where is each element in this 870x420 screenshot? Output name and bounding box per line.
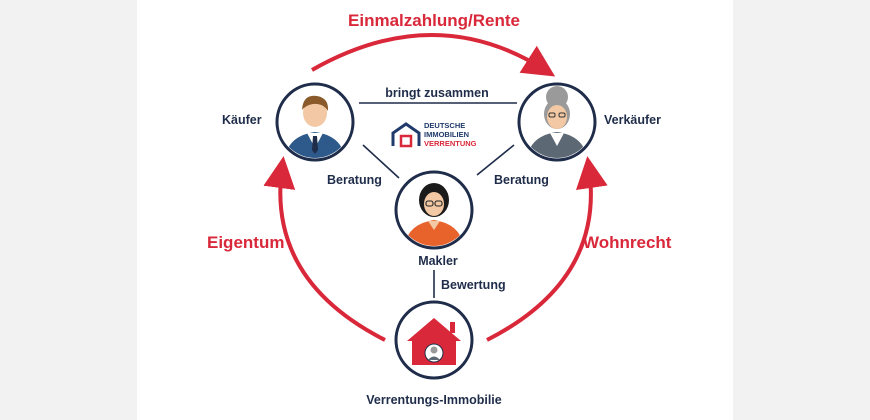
woman-with-glasses-avatar-icon	[394, 170, 474, 250]
edge-label-beratung-left: Beratung	[327, 173, 382, 187]
man-avatar-icon	[275, 82, 355, 162]
node-label-makler: Makler	[418, 254, 458, 268]
diagram-title: Einmalzahlung/Rente	[348, 11, 520, 30]
diagram-graphics	[263, 33, 608, 380]
node-label-immobilie: Verrentungs-Immobilie	[366, 393, 502, 407]
arrow-immobilie-to-verkaeufer	[486, 156, 608, 342]
line-kaeufer-makler	[362, 144, 400, 179]
edge-label-beratung-right: Beratung	[494, 173, 549, 187]
company-logo: DEUTSCHE IMMOBILIEN VERRENTUNG	[424, 121, 477, 148]
logo-line-1: DEUTSCHE	[424, 121, 466, 130]
house-icon	[394, 300, 474, 380]
node-label-kaeufer: Käufer	[222, 113, 262, 127]
line-verkaeufer-makler	[476, 144, 515, 176]
arrow-immobilie-to-kaeufer	[263, 156, 386, 342]
edge-label-bewertung: Bewertung	[441, 278, 506, 292]
logo-line-2: IMMOBILIEN	[424, 130, 469, 139]
logo-house-icon	[391, 122, 421, 148]
logo-line-3: VERRENTUNG	[424, 139, 477, 148]
edge-label-wohnrecht: Wohnrecht	[583, 233, 672, 252]
node-label-verkaeufer: Verkäufer	[604, 113, 661, 127]
elderly-woman-avatar-icon	[517, 82, 597, 162]
diagram-canvas: Einmalzahlung/Rente Käufer Verkäufer Mak…	[137, 0, 733, 420]
arrow-kaeufer-to-verkaeufer	[311, 33, 556, 77]
edge-label-bringt-zusammen: bringt zusammen	[385, 86, 489, 100]
edge-label-eigentum: Eigentum	[207, 233, 285, 252]
